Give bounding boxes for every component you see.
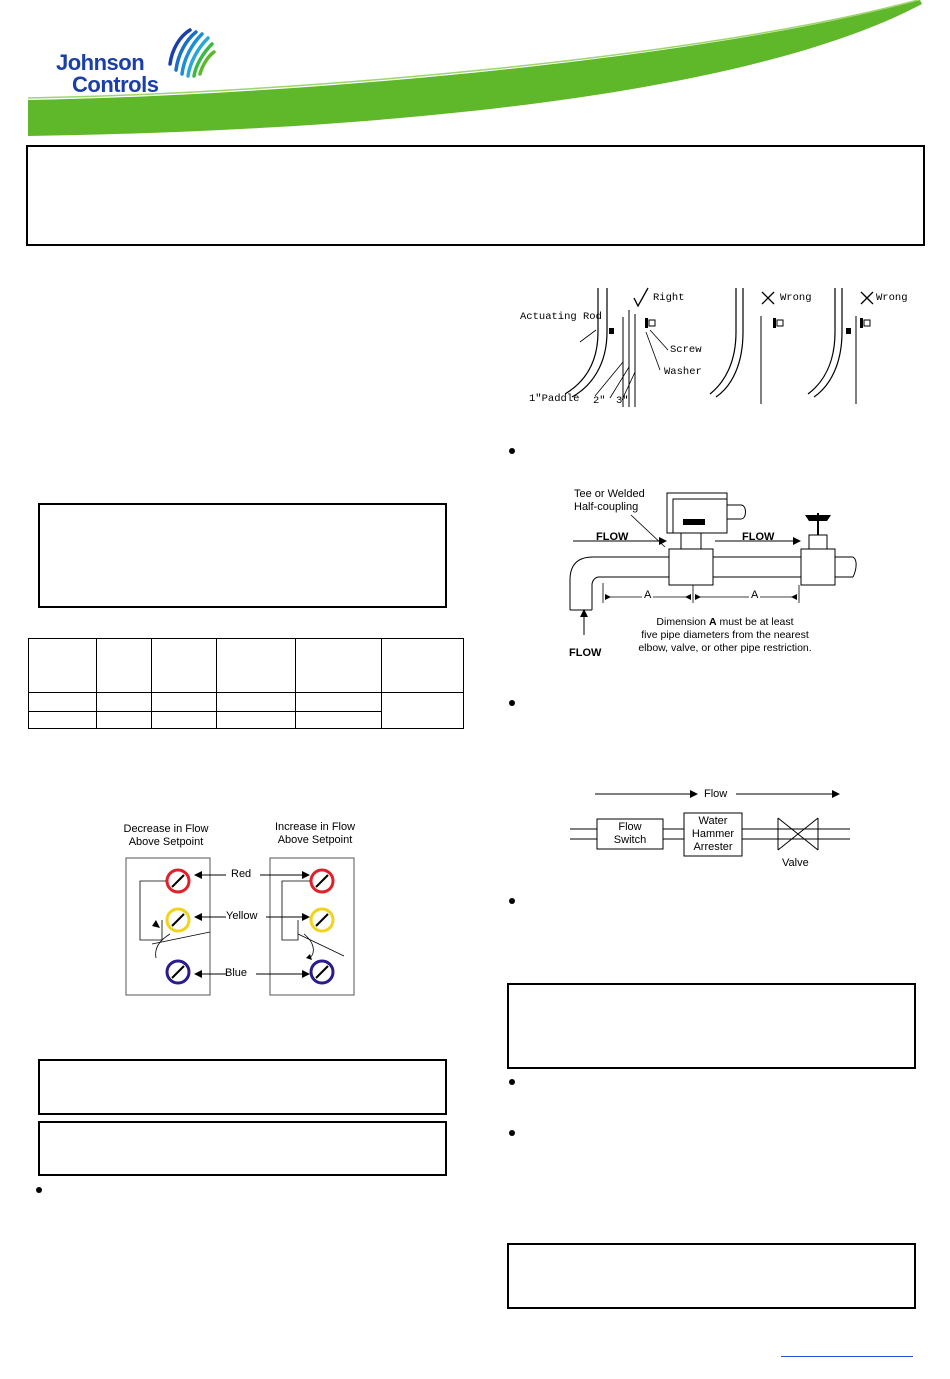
paddle-alignment-figure [564, 287, 874, 407]
pipe-installation-figure [569, 492, 857, 635]
setpoint-left-title: Decrease in Flow Above Setpoint [118, 823, 214, 849]
header-green-swoosh [27, 0, 922, 136]
label-flow-arrester: Flow [704, 788, 728, 800]
flow-switch-line2: Switch [613, 834, 647, 846]
bullet-5 [509, 1130, 515, 1136]
label-wrong-1: Wrong [780, 292, 812, 304]
left-note-box-2 [38, 1059, 447, 1115]
brand-name-line2: Controls [72, 72, 159, 97]
label-actuating-rod: Actuating Rod [520, 311, 602, 323]
right-title-line1: Increase in Flow [274, 821, 356, 833]
label-valve: Valve [782, 857, 809, 869]
label-paddle-2: 2" [593, 395, 606, 407]
specification-table [27, 638, 465, 730]
pipe-note-line1-post: must be at least [716, 616, 794, 628]
water-hammer-figure [570, 790, 850, 857]
label-wrong-2: Wrong [876, 292, 908, 304]
label-paddle-3: 3" [616, 395, 629, 407]
label-tee-line2: Half-coupling [574, 501, 639, 513]
left-title-line2: Above Setpoint [128, 836, 204, 848]
page-header: Johnson Controls [0, 0, 950, 140]
label-flow-2: FLOW [742, 531, 775, 543]
pipe-note-line1-bold: A [708, 616, 717, 628]
table-row [27, 638, 465, 693]
arrester-line1: Water [698, 815, 728, 827]
brand-name-line1: Johnson [56, 50, 145, 75]
table-row [27, 710, 464, 730]
label-right: Right [653, 292, 685, 304]
pipe-note-line1-pre: Dimension [656, 616, 709, 628]
setpoint-right-title: Increase in Flow Above Setpoint [266, 821, 364, 847]
johnson-controls-globe-icon [168, 28, 216, 78]
arrester-box: Water Hammer Arrester [684, 815, 742, 854]
footer-link[interactable] [781, 1356, 913, 1357]
table-row [27, 691, 465, 730]
flow-switch-line1: Flow [618, 821, 642, 833]
label-red: Red [231, 868, 252, 880]
bullet-1 [509, 448, 515, 454]
left-note-box-3 [38, 1121, 447, 1176]
flow-switch-box: Flow Switch [597, 821, 663, 847]
title-box [26, 145, 925, 246]
setpoint-adjustment-figure [125, 857, 355, 996]
label-dim-a-2: A [749, 589, 761, 601]
left-title-line1: Decrease in Flow [123, 823, 209, 835]
arrester-line3: Arrester [693, 841, 733, 853]
label-flow-bottom: FLOW [569, 647, 602, 659]
bullet-2 [509, 700, 515, 706]
right-title-line2: Above Setpoint [277, 834, 353, 846]
pipe-note: Dimension A must be at least five pipe d… [610, 616, 840, 655]
label-tee-line1: Tee or Welded [574, 488, 645, 500]
pipe-note-line2: five pipe diameters from the nearest [641, 629, 809, 641]
label-dim-a-1: A [642, 589, 654, 601]
bullet-6 [36, 1187, 42, 1193]
right-note-box-1 [507, 983, 916, 1069]
pipe-note-line3: elbow, valve, or other pipe restriction. [638, 642, 812, 654]
right-note-box-2 [507, 1243, 916, 1309]
label-flow-1: FLOW [596, 531, 629, 543]
bullet-4 [509, 1079, 515, 1085]
label-screw: Screw [670, 344, 702, 356]
label-blue: Blue [225, 967, 248, 979]
label-paddle-1: 1"Paddle [529, 393, 580, 405]
label-yellow: Yellow [226, 910, 258, 922]
label-washer: Washer [664, 366, 702, 378]
arrester-line2: Hammer [691, 828, 735, 840]
bullet-3 [509, 898, 515, 904]
left-note-box-1 [38, 503, 447, 608]
